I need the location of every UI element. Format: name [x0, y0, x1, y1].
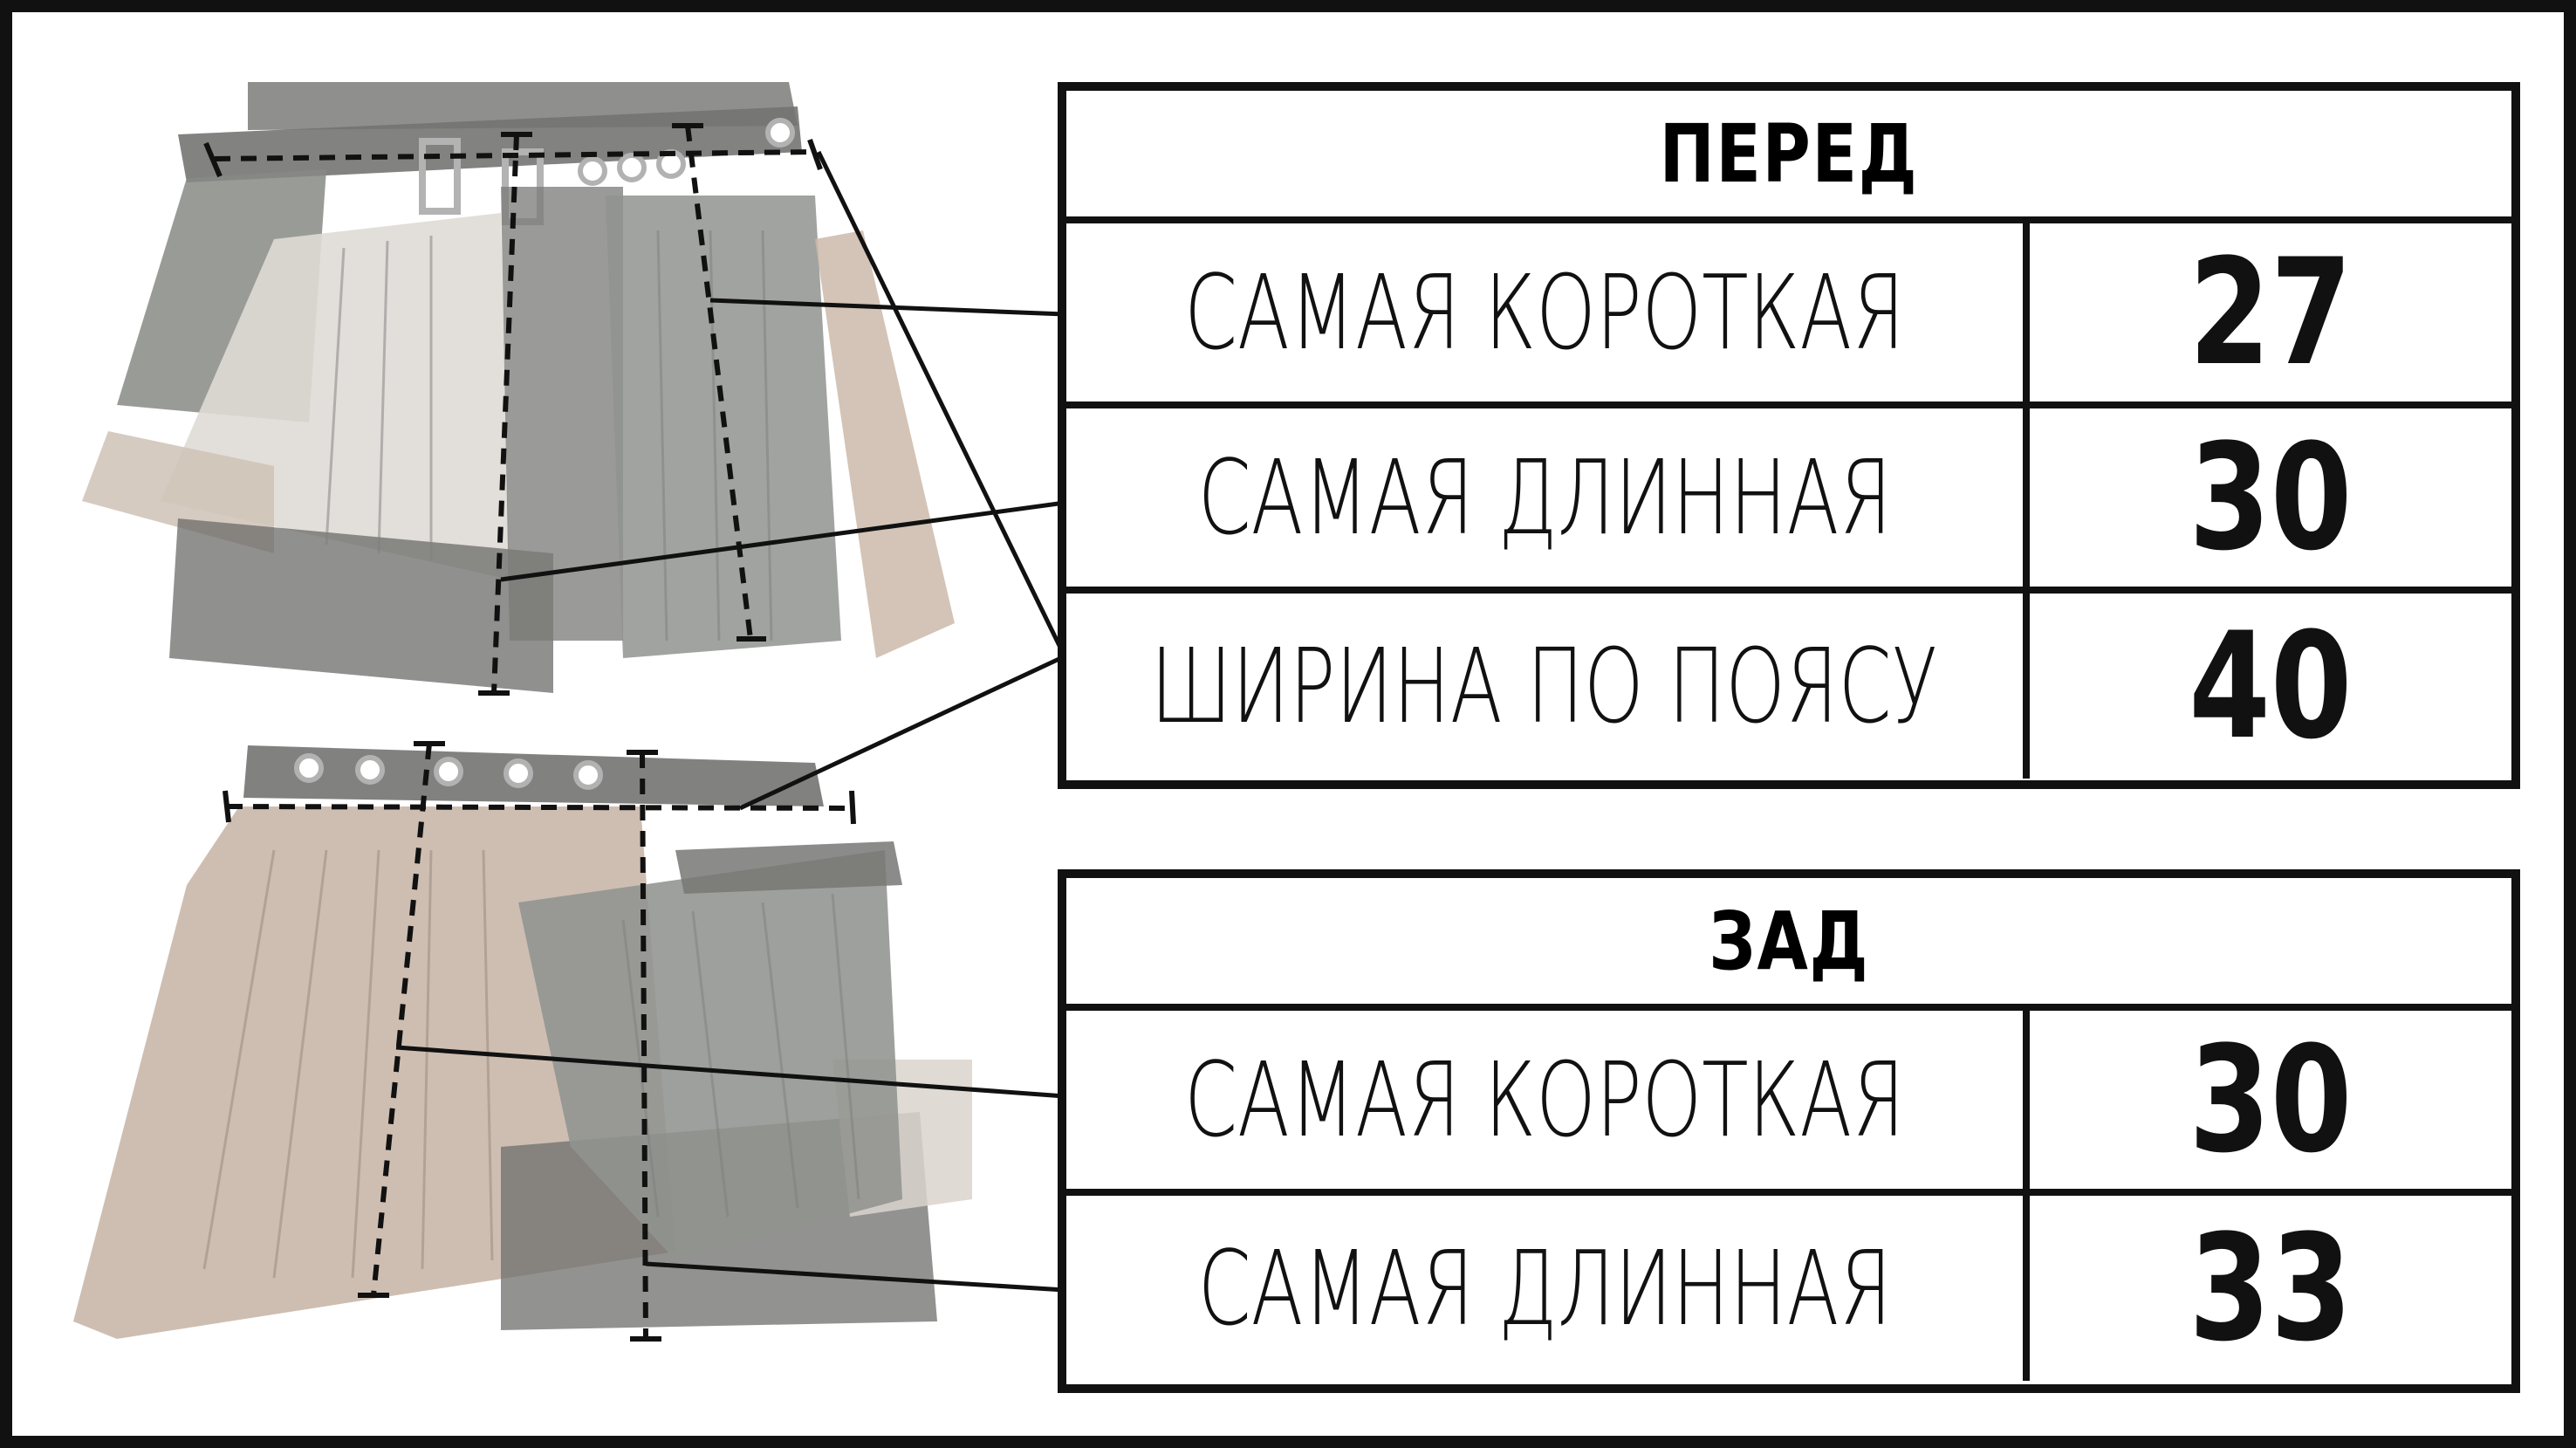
table-row: ШИРИНА ПО ПОЯСУ 40: [1066, 594, 2511, 779]
row-value: 30: [2189, 412, 2353, 583]
front-table-title: ПЕРЕД: [1066, 91, 2511, 223]
back-table-title: ЗАД: [1066, 878, 2511, 1011]
row-value: 40: [2189, 600, 2353, 772]
row-label: ШИРИНА ПО ПОЯСУ: [1066, 594, 2030, 779]
row-value: 33: [2189, 1203, 2353, 1374]
row-label: САМАЯ ДЛИННАЯ: [1066, 408, 2030, 587]
table-row: САМАЯ КОРОТКАЯ 27: [1066, 223, 2511, 408]
table-row: САМАЯ КОРОТКАЯ 30: [1066, 1011, 2511, 1196]
skirt-illustrations: [65, 65, 1067, 1365]
back-skirt-image: [65, 654, 1066, 1365]
row-value: 30: [2189, 1014, 2353, 1185]
row-value: 27: [2189, 227, 2353, 398]
table-row: САМАЯ ДЛИННАЯ 33: [1066, 1196, 2511, 1381]
row-label: САМАЯ КОРОТКАЯ: [1066, 223, 2030, 401]
front-skirt-image: [65, 65, 1067, 728]
row-label: САМАЯ КОРОТКАЯ: [1066, 1011, 2030, 1189]
back-measurements-table: ЗАД САМАЯ КОРОТКАЯ 30 САМАЯ ДЛИННАЯ 33: [1058, 869, 2520, 1393]
table-row: САМАЯ ДЛИННАЯ 30: [1066, 408, 2511, 594]
row-label: САМАЯ ДЛИННАЯ: [1066, 1196, 2030, 1381]
front-measurements-table: ПЕРЕД САМАЯ КОРОТКАЯ 27 САМАЯ ДЛИННАЯ 30…: [1058, 82, 2520, 789]
